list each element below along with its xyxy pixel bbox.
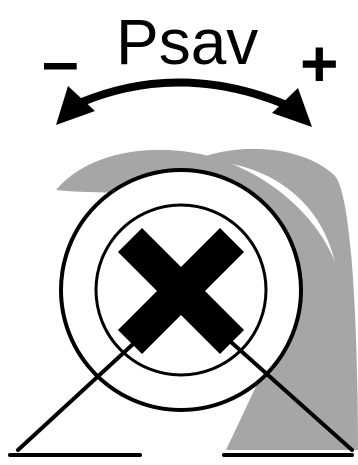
double-headed-curved-arrow-icon: [56, 82, 312, 127]
psav-title: Psav: [116, 6, 258, 78]
plus-label: +: [300, 26, 339, 100]
minus-label: –: [42, 24, 79, 98]
